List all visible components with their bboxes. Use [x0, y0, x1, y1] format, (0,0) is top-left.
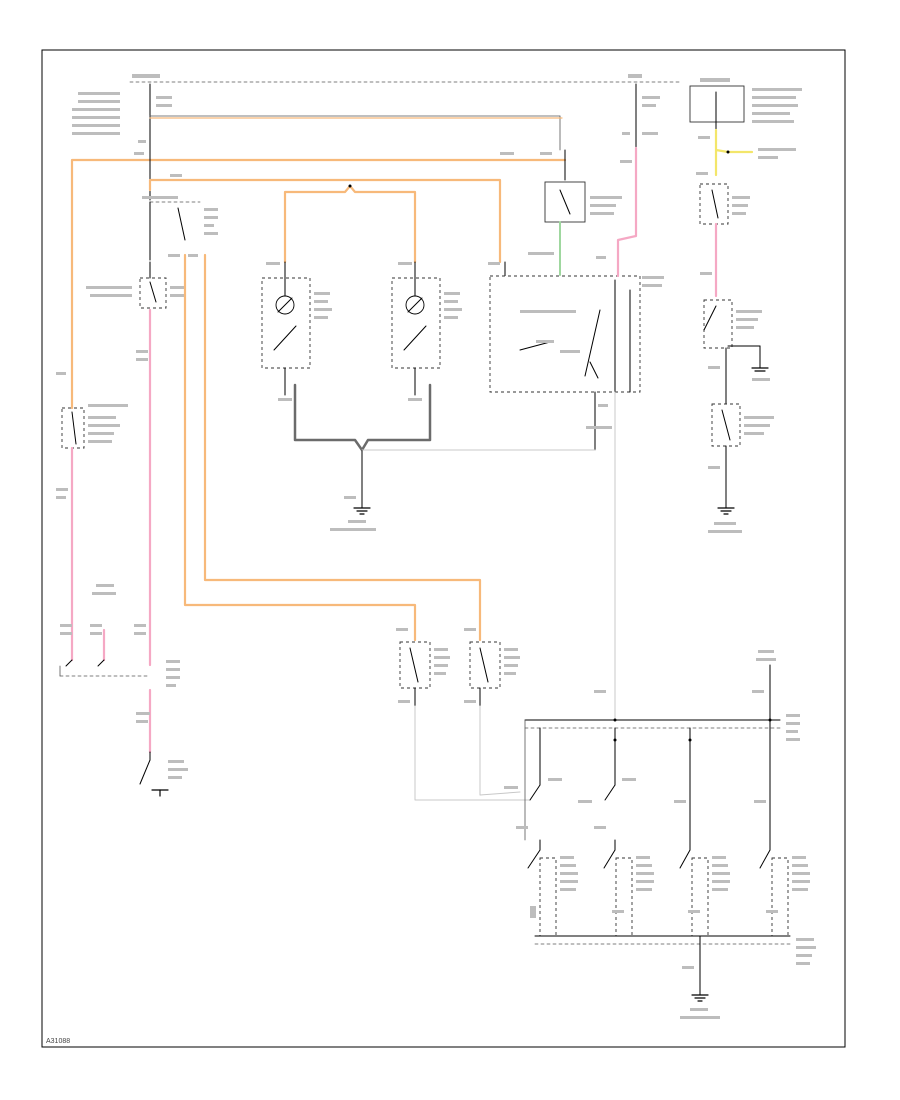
relay-left: [142, 196, 218, 261]
switch-lr-door: [679, 839, 730, 937]
wire-orange-to-right-lamps-1: [183, 253, 417, 642]
ground-right: [708, 507, 742, 533]
top-fuse-block-right: [689, 78, 802, 131]
wire-yellow-splice: [714, 128, 754, 177]
component-instrument-cluster: [56, 372, 128, 499]
diagram-frame: [41, 49, 846, 1048]
top-fuse-block-center: [622, 74, 660, 149]
door-jamb-switch: [139, 751, 188, 797]
wire-pink-center: [616, 146, 638, 278]
lamp-right-reading: [391, 261, 462, 401]
door-switch-array: [504, 689, 800, 841]
component-right-fuse-switch: [699, 183, 750, 225]
wire-gray-ground-join: [293, 383, 432, 452]
switch-rr-door: [759, 839, 810, 937]
cargo-lamp-switch: [703, 299, 770, 381]
cargo-lamp-bulb: [711, 403, 774, 447]
lamp-lower-left-door: [396, 628, 450, 707]
module-delay-switch: [544, 181, 622, 223]
switch-lf-door: [527, 839, 578, 937]
ground-bottom: [680, 994, 720, 1019]
component-left-switch: [86, 261, 184, 309]
wire-orange-lamp-feed: [148, 178, 502, 264]
door-power-source-right: [756, 650, 776, 691]
ground-center: [330, 496, 376, 531]
lamp-left-reading: [261, 261, 332, 401]
diagram-code: A31088: [46, 1038, 70, 1045]
wire-orange-main-bus: [70, 158, 567, 392]
switch-rf-door: [603, 839, 654, 937]
component-lower-left-switches: [59, 584, 180, 687]
top-fuse-block-left: [72, 74, 681, 149]
lamp-lower-right-door: [464, 628, 520, 707]
wire-orange-to-right-lamps-2: [203, 253, 482, 642]
module-theft-deterrent: [489, 275, 641, 393]
